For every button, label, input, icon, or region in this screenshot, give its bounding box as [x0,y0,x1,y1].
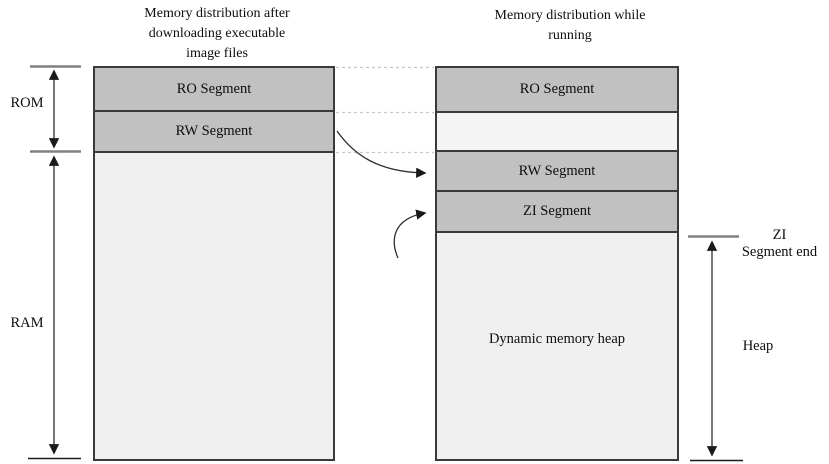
right-rw-segment-label: RW Segment [518,162,596,179]
rw-copy-arrow [336,130,427,179]
left-memory-stack: RO Segment RW Segment [93,66,335,461]
heap-region-label: Dynamic memory heap [488,330,626,347]
right-ro-segment: RO Segment [437,68,677,113]
right-ro-segment-label: RO Segment [519,81,595,97]
right-gap-region [437,113,677,152]
right-rw-segment: RW Segment [437,152,677,192]
zi-init-arrow [393,209,427,259]
left-rw-segment: RW Segment [95,112,333,153]
heap-label: Heap [742,338,774,354]
zi-segment-end-label: ZI Segment end [741,227,818,260]
rom-label: ROM [10,95,44,111]
left-column-title: Memory distribution after downloading ex… [144,6,290,61]
relocation-arrows [336,130,427,259]
right-zi-segment-label: ZI Segment [522,203,592,219]
left-rw-segment-label: RW Segment [175,123,253,139]
left-free-ram-region [95,153,333,459]
right-memory-stack: RO Segment RW Segment ZI Segment Dynamic… [435,66,679,461]
right-zi-segment: ZI Segment [437,192,677,233]
ram-label: RAM [10,315,44,331]
left-ro-segment: RO Segment [95,68,333,112]
right-column-title: Memory distribution while running [494,8,646,43]
left-ro-segment-label: RO Segment [176,80,252,97]
segment-mapping-dashed-lines [336,66,434,154]
right-heap-region: Dynamic memory heap [437,233,677,459]
